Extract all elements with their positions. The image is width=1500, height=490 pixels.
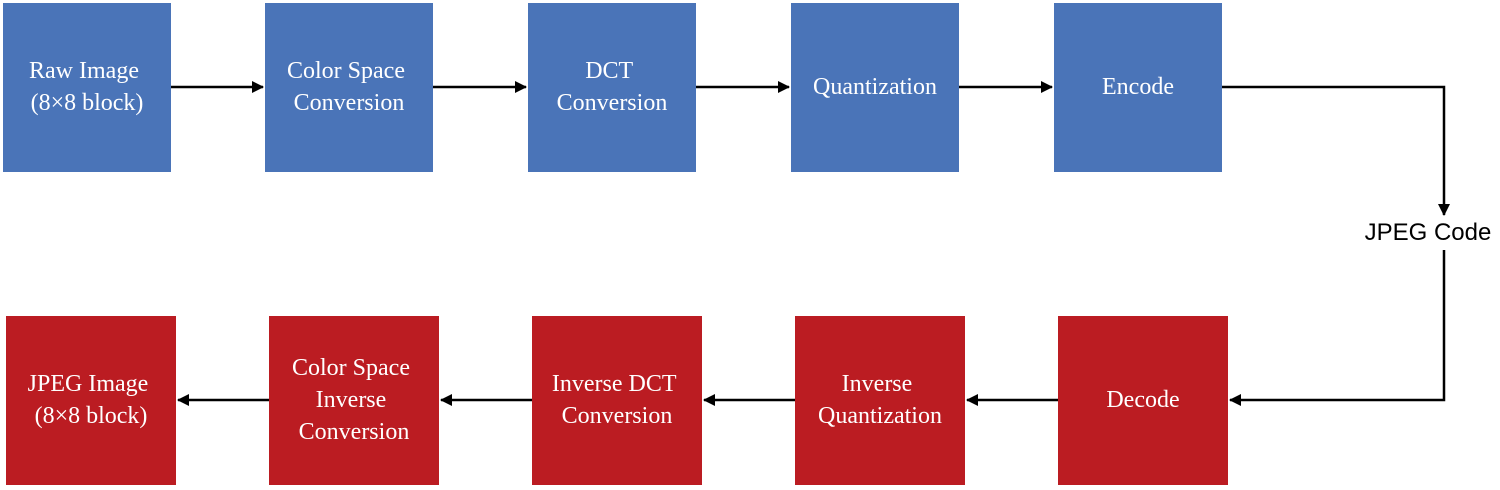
step-box [265,3,433,172]
step-label-line: Conversion [562,403,673,429]
step-label-line: (8×8 block) [31,90,144,116]
step-label: Raw Image (8×8 block) [29,58,145,116]
step-jpeg-image: JPEG Image (8×8 block) [6,316,176,485]
arrow-encode-to-jpeg-code [1222,85,1450,216]
step-label-line: Decode [1106,387,1179,413]
step-color-space-conversion: Color Space Conversion [265,3,433,172]
step-color-space-inverse-conversion: Color Space Inverse Conversion [269,316,439,485]
step-box [6,316,176,485]
step-label: DCT Conversion [557,58,668,116]
arrow-jpeg-code-to-decode [1229,250,1446,406]
step-label-line: Inverse [842,371,913,397]
step-label-line: Quantization [818,403,942,429]
step-label-line: (8×8 block) [35,403,148,429]
step-label-line: JPEG Image [28,371,149,397]
step-box [795,316,965,485]
step-label-line: Conversion [299,419,410,445]
step-inverse-quantization: Inverse Quantization [795,316,965,485]
step-quantization: Quantization [791,3,959,172]
step-decode: Decode [1058,316,1228,485]
step-encode: Encode [1054,3,1222,172]
step-label-line: Inverse [316,387,387,413]
step-label-line: Inverse DCT [552,371,677,397]
step-raw-image: Raw Image (8×8 block) [3,3,171,172]
step-label-line: Conversion [557,90,668,116]
step-label-line: Conversion [294,90,405,116]
step-box [3,3,171,172]
step-box [269,316,439,485]
step-label-line: Color Space [287,58,405,84]
step-box [532,316,702,485]
step-label: Color Space Conversion [287,58,411,116]
step-label-line: Color Space [292,355,410,381]
step-box [1058,316,1228,485]
step-label: JPEG Image (8×8 block) [28,371,155,429]
step-label: Encode [1102,74,1174,100]
step-inverse-dct-conversion: Inverse DCT Conversion [532,316,702,485]
encode-row: Raw Image (8×8 block) Color Space Conver… [3,3,1222,172]
step-label: Color Space Inverse Conversion [292,355,416,445]
decode-row: JPEG Image (8×8 block) Color Space Inver… [6,316,1228,485]
step-box [1054,3,1222,172]
jpeg-code-label: JPEG Code [1365,219,1492,246]
step-box [791,3,959,172]
step-label-line: Encode [1102,74,1174,100]
step-label-line: Quantization [813,74,937,100]
step-label-line: Raw Image [29,58,139,84]
step-label: Inverse DCT Conversion [552,371,682,429]
step-label: Quantization [813,74,937,100]
step-dct-conversion: DCT Conversion [528,3,696,172]
step-box [528,3,696,172]
step-label: Decode [1106,387,1179,413]
step-label: Inverse Quantization [818,371,942,429]
step-label-line: DCT [585,58,633,84]
